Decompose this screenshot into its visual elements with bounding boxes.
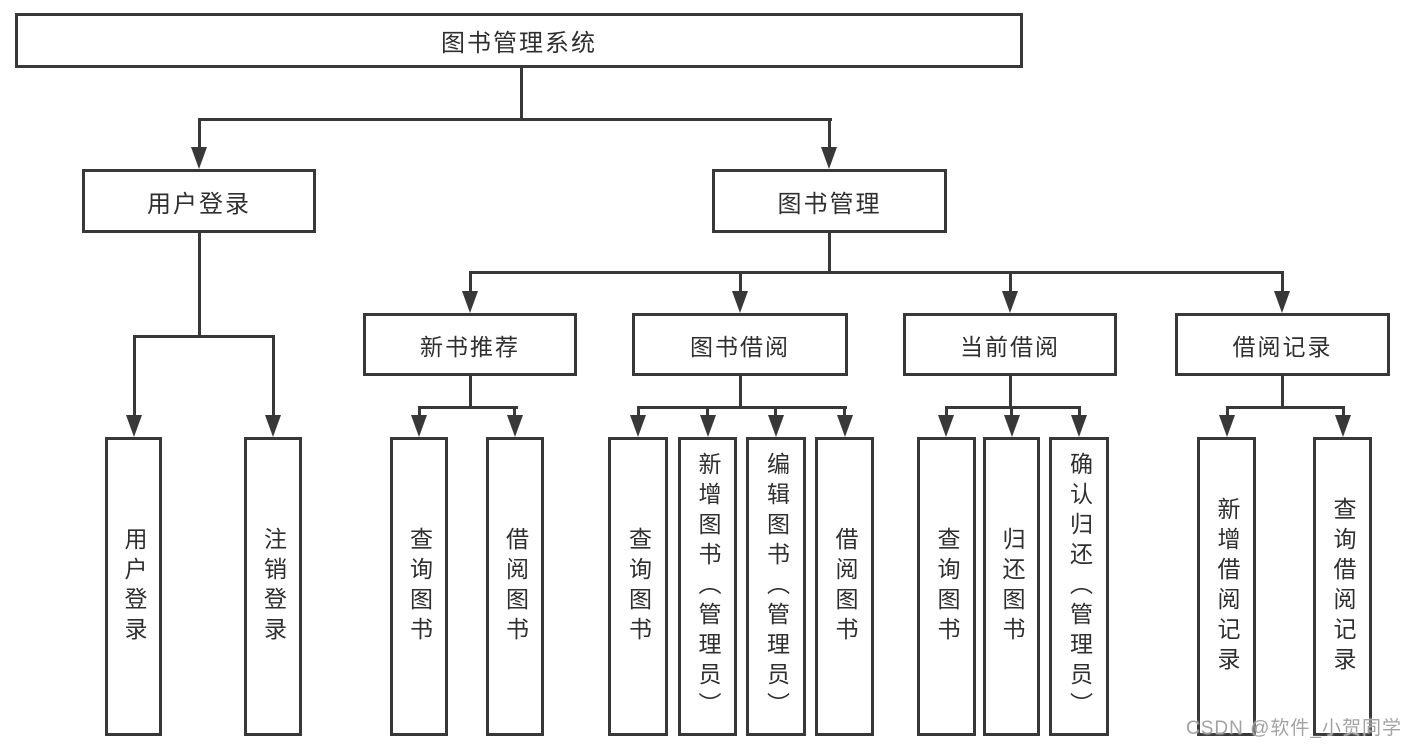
connector-arrow [265,415,281,437]
connector-arrow [411,415,427,437]
leaf-borrow-books-borrowing-label: 借阅图书 [832,526,858,647]
connector-arrow [732,291,748,313]
connector-line [1342,406,1345,418]
connector-line [133,335,275,338]
connector-arrow [1002,291,1018,313]
connector-line [469,271,1284,274]
node-borrowing-records: 借阅记录 [1175,313,1390,376]
leaf-confirm-return-admin-label: 确认归还（管理员） [1066,451,1093,722]
node-user-login: 用户登录 [82,169,316,233]
connector-arrow [191,147,207,169]
watermark: CSDN @软件_小贺同学 [1186,718,1402,739]
connector-line [945,406,1081,409]
connector-line [520,68,523,120]
leaf-query-books-recommend-label: 查询图书 [406,526,433,647]
connector-line [418,406,518,409]
leaf-query-books-current-label: 查询图书 [934,526,960,647]
node-library-system: 图书管理系统 [15,13,1023,68]
node-library-system-label: 图书管理系统 [441,30,597,57]
connector-arrow [630,415,646,437]
connector-line [1281,271,1284,293]
connector-line [1078,406,1081,418]
connector-line [637,406,640,418]
connector-line [637,406,847,409]
leaf-query-books-borrowing: 查询图书 [608,437,668,736]
leaf-borrow-books-borrowing: 借阅图书 [815,437,874,736]
leaf-add-books-admin: 新增图书（管理员） [678,437,737,736]
leaf-user-login: 用户登录 [105,437,162,736]
connector-line [513,406,516,418]
node-book-management-label: 图书管理 [777,190,882,218]
connector-arrow [1071,415,1087,437]
connector-arrow [1274,291,1290,313]
node-user-login-label: 用户登录 [147,190,251,218]
connector-line [828,118,831,148]
leaf-query-books-recommend: 查询图书 [390,437,448,736]
leaf-add-borrow-record-label: 新增借阅记录 [1214,496,1240,677]
connector-line [1281,376,1284,408]
node-current-borrowing-label: 当前借阅 [960,333,1060,360]
connector-line [1009,376,1012,408]
leaf-query-books-borrowing-label: 查询图书 [625,526,652,647]
connector-line [739,376,742,408]
node-book-borrowing: 图书借阅 [632,313,848,376]
leaf-query-books-current: 查询图书 [917,437,976,736]
leaf-edit-books-admin: 编辑图书（管理员） [746,437,806,736]
connector-arrow [837,415,853,437]
leaf-add-books-admin-label: 新增图书（管理员） [695,451,721,722]
leaf-confirm-return-admin: 确认归还（管理员） [1049,437,1109,736]
connector-line [469,271,472,293]
leaf-logout-login-label: 注销登录 [260,526,287,647]
connector-line [706,406,709,418]
connector-line [945,406,948,418]
leaf-borrow-books-recommend-label: 借阅图书 [502,526,529,647]
leaf-query-borrow-record-label: 查询借阅记录 [1330,496,1356,677]
leaf-user-login-label: 用户登录 [121,526,147,647]
leaf-logout-login: 注销登录 [244,437,302,736]
node-new-book-recommendation: 新书推荐 [363,313,577,376]
leaf-add-borrow-record: 新增借阅记录 [1197,437,1256,736]
connector-arrow [1335,415,1351,437]
connector-line [133,335,136,416]
connector-line [739,271,742,293]
connector-line [1009,271,1012,293]
connector-arrow [1004,415,1020,437]
connector-line [198,233,201,337]
leaf-edit-books-admin-label: 编辑图书（管理员） [763,451,790,722]
connector-arrow [126,415,142,437]
connector-arrow [507,415,523,437]
connector-line [1226,406,1345,409]
connector-line [828,233,831,273]
node-book-borrowing-label: 图书借阅 [690,333,790,360]
connector-line [272,335,275,416]
connector-arrow [462,291,478,313]
leaf-borrow-books-recommend: 借阅图书 [486,437,544,736]
connector-arrow [821,147,837,169]
connector-line [843,406,846,418]
leaf-query-borrow-record: 查询借阅记录 [1313,437,1372,736]
connector-line [418,406,421,418]
node-borrowing-records-label: 借阅记录 [1232,333,1333,360]
connector-arrow [700,415,716,437]
connector-line [469,376,472,408]
connector-line [198,118,201,148]
connector-arrow [768,415,784,437]
connector-line [774,406,777,418]
connector-line [1010,406,1013,418]
connector-line [198,118,832,121]
node-new-book-recommendation-label: 新书推荐 [420,333,520,360]
node-book-management: 图书管理 [712,169,947,233]
connector-line [1226,406,1229,418]
leaf-return-books-label: 归还图书 [999,526,1025,647]
node-current-borrowing: 当前借阅 [903,313,1117,376]
connector-arrow [1219,415,1235,437]
leaf-return-books: 归还图书 [983,437,1040,736]
connector-arrow [938,415,954,437]
